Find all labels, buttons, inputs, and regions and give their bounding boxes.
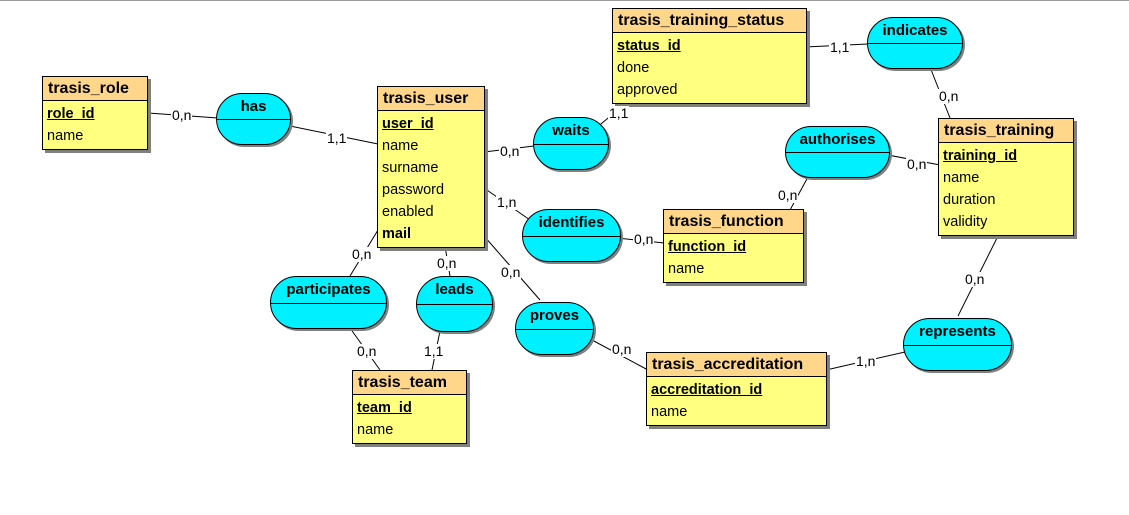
relation-divider: [271, 302, 386, 304]
entity-trasis-accreditation[interactable]: trasis_accreditation accreditation_id na…: [646, 352, 827, 426]
relation-divider: [534, 143, 608, 145]
cardinality-status-indicates: 1,1: [829, 39, 851, 55]
relation-indicates[interactable]: indicates: [867, 17, 963, 69]
relation-represents[interactable]: represents: [903, 318, 1012, 371]
cardinality-user-proves: 0,n: [500, 264, 522, 280]
attr-name: name: [357, 422, 394, 438]
cardinality-training-authorises: 0,n: [906, 156, 928, 172]
entity-title: trasis_training: [939, 119, 1073, 143]
relation-divider: [417, 304, 492, 305]
relation-divider: [217, 119, 290, 120]
entity-trasis-training-status[interactable]: trasis_training_status status_id done ap…: [612, 8, 807, 104]
cardinality-user-has: 1,1: [326, 130, 348, 146]
attr-mail: mail: [382, 226, 412, 242]
attr-password: password: [382, 182, 445, 198]
attr-enabled: enabled: [382, 204, 434, 220]
relation-authorises[interactable]: authorises: [785, 126, 890, 178]
attr-approved: approved: [617, 82, 678, 98]
cardinality-function-authorises: 0,n: [777, 187, 799, 203]
cardinality-user-participates: 0,n: [351, 246, 373, 262]
cardinality-role-has: 0,n: [171, 107, 193, 123]
entity-title: trasis_training_status: [613, 9, 806, 33]
relation-identifies[interactable]: identifies: [522, 209, 621, 262]
relation-divider: [786, 152, 889, 153]
entity-trasis-training[interactable]: trasis_training training_id name duratio…: [938, 118, 1074, 236]
entity-trasis-user[interactable]: trasis_user user_id name surname passwor…: [377, 86, 485, 248]
relation-label: participates: [286, 281, 371, 298]
attr-surname: surname: [382, 160, 439, 176]
entity-trasis-role[interactable]: trasis_role role_id name: [42, 76, 148, 150]
cardinality-team-participates: 0,n: [356, 343, 378, 359]
relation-divider: [904, 344, 1011, 346]
relation-waits[interactable]: waits: [533, 117, 609, 170]
attr-user-id: user_id: [382, 116, 434, 132]
entity-title: trasis_team: [353, 371, 466, 395]
cardinality-training-represents: 0,n: [964, 271, 986, 287]
attr-name: name: [668, 261, 705, 277]
relation-leads[interactable]: leads: [416, 276, 493, 332]
relation-label: authorises: [799, 131, 876, 148]
attr-name: name: [382, 138, 419, 154]
cardinality-user-leads: 0,n: [436, 255, 458, 271]
relation-label: proves: [529, 307, 580, 324]
top-border: [0, 0, 1129, 1]
relation-divider: [523, 235, 620, 237]
attr-duration: duration: [943, 192, 996, 208]
attr-function-id: function_id: [668, 239, 747, 255]
attr-name: name: [943, 170, 980, 186]
entity-title: trasis_accreditation: [647, 353, 826, 377]
attr-status-id: status_id: [617, 38, 681, 54]
entity-trasis-team[interactable]: trasis_team team_id name: [352, 370, 467, 444]
cardinality-team-leads: 1,1: [423, 343, 445, 359]
relation-label: identifies: [538, 214, 605, 231]
relation-label: leads: [435, 281, 474, 298]
cardinality-accreditation-represents: 1,n: [855, 353, 877, 369]
relation-label: represents: [919, 323, 996, 340]
relation-label: has: [240, 98, 267, 115]
relation-label: indicates: [882, 22, 948, 39]
link-authorises-function: [789, 176, 809, 211]
attr-training-id: training_id: [943, 148, 1018, 164]
cardinality-training-indicates: 0,n: [938, 88, 960, 104]
attr-name: name: [47, 128, 84, 144]
attr-name: name: [651, 404, 688, 420]
entity-trasis-function[interactable]: trasis_function function_id name: [663, 209, 804, 283]
relation-has[interactable]: has: [216, 93, 291, 145]
cardinality-user-identifies: 1,n: [496, 194, 518, 210]
cardinality-user-waits: 0,n: [499, 143, 521, 159]
cardinality-accreditation-proves: 0,n: [611, 341, 633, 357]
entity-title: trasis_function: [664, 210, 803, 234]
relation-label: waits: [552, 122, 590, 139]
cardinality-function-identifies: 0,n: [633, 231, 655, 247]
attr-validity: validity: [943, 214, 988, 230]
attr-accreditation-id: accreditation_id: [651, 382, 763, 398]
attr-role-id: role_id: [47, 106, 95, 122]
relation-proves[interactable]: proves: [515, 302, 594, 355]
entity-title: trasis_user: [378, 87, 484, 111]
entity-title: trasis_role: [43, 77, 147, 101]
relation-divider: [516, 328, 593, 330]
relation-participates[interactable]: participates: [270, 276, 387, 329]
relation-divider: [868, 43, 962, 44]
cardinality-status-waits: 1,1: [608, 105, 630, 121]
attr-done: done: [617, 60, 650, 76]
attr-team-id: team_id: [357, 400, 412, 416]
